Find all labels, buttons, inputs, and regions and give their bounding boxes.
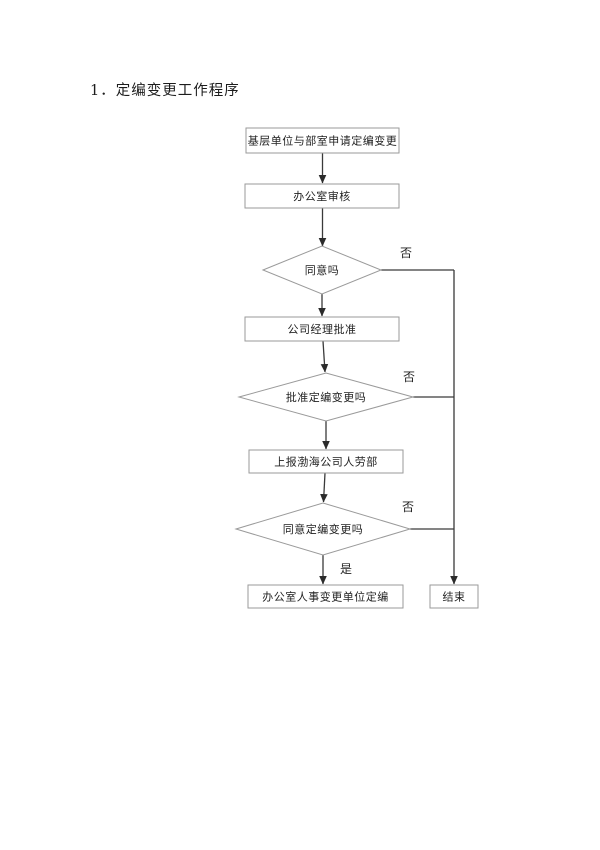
- arrow-manager-to-approve: [320, 340, 329, 373]
- branch-label-no-approve: 否: [403, 370, 415, 384]
- process-box-manager-approval: [244, 316, 400, 342]
- branch-label-no-agree: 否: [400, 246, 412, 260]
- node-label-update-staffing: 办公室人事变更单位定编: [262, 590, 389, 604]
- node-label-end: 结束: [443, 591, 466, 604]
- node-label-office-review: 办公室审核: [293, 189, 351, 203]
- process-box-office-review: [244, 183, 400, 209]
- node-label-agree-change: 同意定编变更吗: [283, 522, 364, 536]
- branch-label-yes: 是: [340, 562, 352, 576]
- decision-diamond-agree-change: [234, 502, 412, 556]
- terminal-box-end: [429, 584, 479, 609]
- node-label-apply: 基层单位与部室申请定编变更: [248, 134, 398, 148]
- arrow-report-to-agreechange: [320, 472, 328, 503]
- process-box-update-staffing: [247, 584, 404, 609]
- process-box-report-bohai: [248, 449, 404, 474]
- page-title: 1．定编变更工作程序: [90, 83, 240, 99]
- decision-diamond-agree: [261, 245, 383, 295]
- node-label-approve-change: 批准定编变更吗: [286, 390, 367, 404]
- decision-diamond-approve-change: [237, 372, 415, 422]
- node-label-report-bohai: 上报渤海公司人劳部: [274, 455, 378, 469]
- node-label-agree: 同意吗: [305, 263, 340, 277]
- branch-label-no-agree-change: 否: [402, 500, 414, 514]
- node-label-manager-approval: 公司经理批准: [288, 322, 357, 336]
- process-box-apply: [245, 127, 400, 154]
